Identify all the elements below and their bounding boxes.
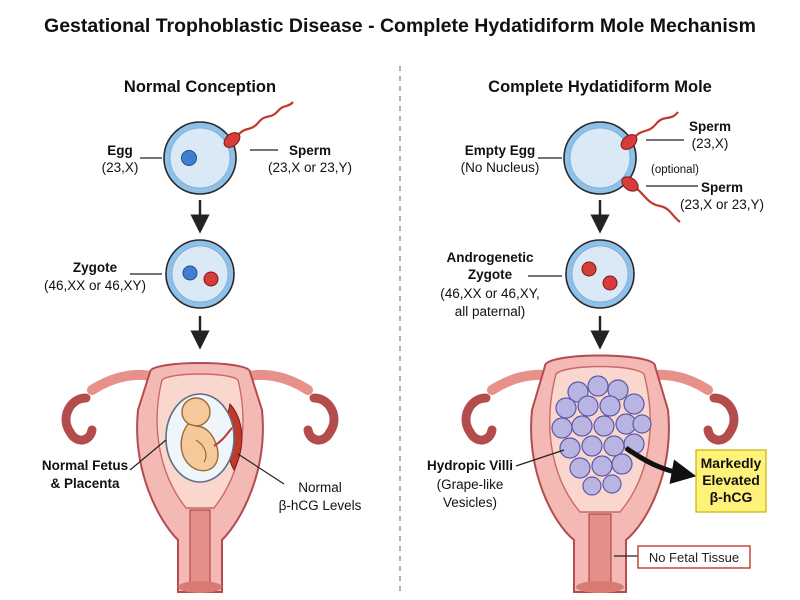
egg-label: Egg (107, 143, 133, 158)
no-fetal-tissue-label: No Fetal Tissue (649, 550, 739, 565)
zygote-label: Zygote (73, 260, 118, 275)
normal-conception-panel: Normal Conception Egg (23,X) Sperm (23,X… (42, 78, 362, 593)
normal-fetus-label-line1: Normal Fetus (42, 458, 128, 473)
elevated-hcg-line1: Markedly (701, 455, 762, 471)
sperm-icon (620, 111, 679, 150)
optional-label: (optional) (651, 164, 699, 176)
normal-hcg-line2: β-hCG Levels (279, 498, 362, 513)
elevated-hcg-line2: Elevated (702, 472, 760, 488)
sperm1-label: Sperm (689, 119, 731, 134)
normal-hcg-line1: Normal (298, 480, 342, 495)
left-heading: Normal Conception (124, 78, 276, 96)
sperm-icon (621, 176, 681, 223)
androgenetic-karyotype: (46,XX or 46,XY, (440, 286, 540, 301)
egg-cell-icon (163, 121, 237, 195)
androgenetic-label-line1: Androgenetic (446, 250, 533, 265)
sperm2-label: Sperm (701, 180, 743, 195)
zygote-icon (565, 239, 635, 309)
sperm-karyotype: (23,X or 23,Y) (268, 160, 352, 175)
elevated-hcg-callout: Markedly Elevated β-hCG (695, 449, 767, 513)
no-fetal-badge (637, 545, 751, 569)
hydropic-villi-detail1: (Grape-like (437, 477, 504, 492)
empty-egg-label: Empty Egg (465, 143, 536, 158)
villi-leader (515, 449, 565, 467)
empty-egg-detail: (No Nucleus) (461, 160, 540, 175)
sperm1-karyotype: (23,X) (692, 136, 729, 151)
hydropic-villi-label: Hydropic Villi (427, 458, 513, 473)
fetus-icon (165, 393, 235, 483)
sperm2-karyotype: (23,X or 23,Y) (680, 197, 764, 212)
androgenetic-paternal: all paternal) (455, 304, 526, 319)
diagram-title: Gestational Trophoblastic Disease - Comp… (44, 15, 756, 37)
flow-arrow-icon (624, 445, 697, 485)
complete-mole-panel: Complete Hydatidiform Mole Empty Egg (No… (427, 78, 767, 593)
egg-cell-icon (563, 121, 637, 195)
elevated-hcg-line3: β-hCG (710, 489, 753, 505)
hcg-leader (237, 453, 285, 485)
hydropic-villi-detail2: Vesicles) (443, 495, 497, 510)
androgenetic-label-line2: Zygote (468, 267, 513, 282)
egg-karyotype: (23,X) (102, 160, 139, 175)
normal-fetus-label-line2: & Placenta (50, 476, 120, 491)
grape-vesicles-icon (551, 375, 652, 496)
zygote-icon (165, 239, 235, 309)
zygote-karyotype: (46,XX or 46,XY) (44, 278, 146, 293)
sperm-label: Sperm (289, 143, 331, 158)
fetus-leader (129, 439, 167, 471)
right-heading: Complete Hydatidiform Mole (488, 78, 712, 96)
sperm-icon (223, 101, 294, 148)
